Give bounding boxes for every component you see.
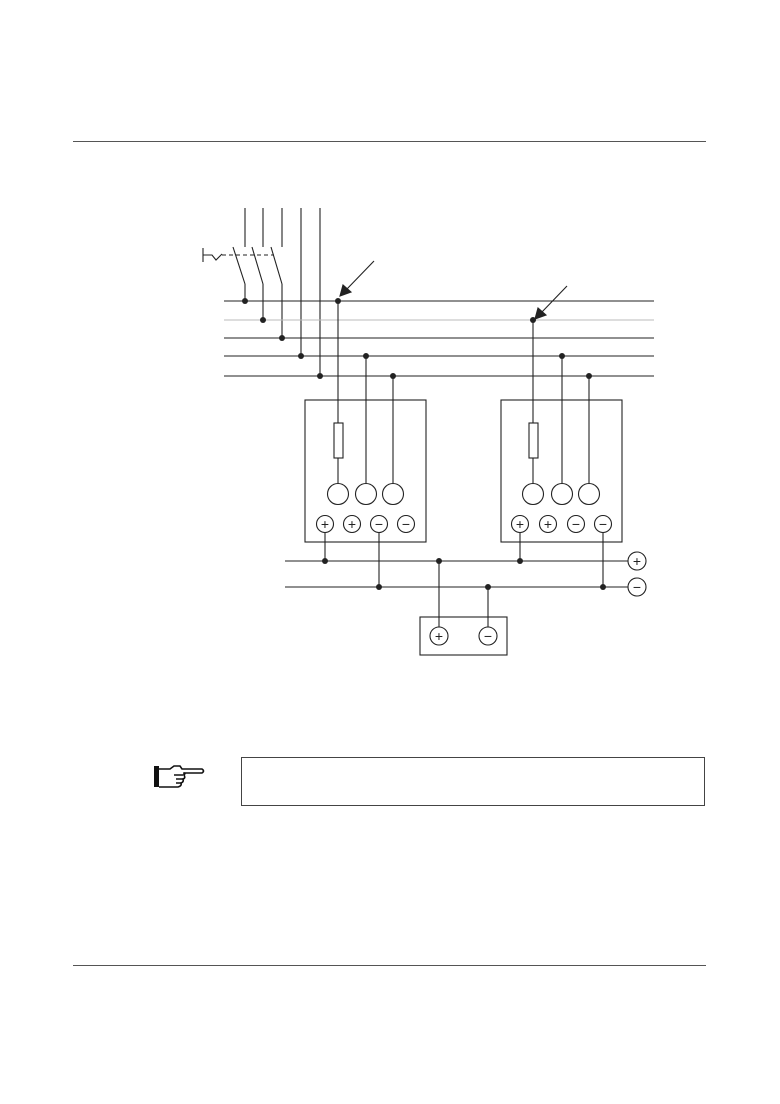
module-2-terminal-4: −: [599, 516, 607, 532]
wiring-diagram: + + − − + + − −: [202, 208, 654, 656]
circuit-breaker-symbol: [202, 246, 283, 338]
supply-terminal-plus: +: [435, 628, 443, 644]
dc-rails: + −: [285, 533, 647, 627]
rail-label-plus: +: [633, 553, 641, 569]
header-rule: [73, 141, 706, 142]
module-1-terminal-1: +: [321, 516, 329, 532]
bus-junctions: [242, 298, 592, 379]
note-box: [241, 757, 705, 806]
incoming-feeders: [244, 208, 321, 376]
fuse-symbol: [333, 422, 344, 459]
module-1-terminal-2: +: [348, 516, 356, 532]
module-2-terminals: + + − −: [510, 514, 613, 534]
fuse-symbol: [528, 422, 539, 459]
footer-rule: [73, 965, 706, 966]
pointing-hand-icon: [154, 765, 205, 788]
module-2-terminal-2: +: [544, 516, 552, 532]
module-1: + + − −: [304, 301, 427, 543]
module-1-terminal-3: −: [375, 516, 383, 532]
module-1-terminals: + + − −: [315, 514, 416, 534]
module-2: + + − −: [500, 320, 623, 543]
module-1-terminal-4: −: [402, 516, 410, 532]
supply-terminal-minus: −: [484, 628, 492, 644]
pointer-arrows: [339, 260, 568, 320]
module-2-terminal-3: −: [572, 516, 580, 532]
module-2-terminal-1: +: [516, 516, 524, 532]
rail-label-minus: −: [633, 579, 641, 595]
bus-bars: [224, 300, 654, 377]
power-supply: + −: [419, 616, 508, 656]
